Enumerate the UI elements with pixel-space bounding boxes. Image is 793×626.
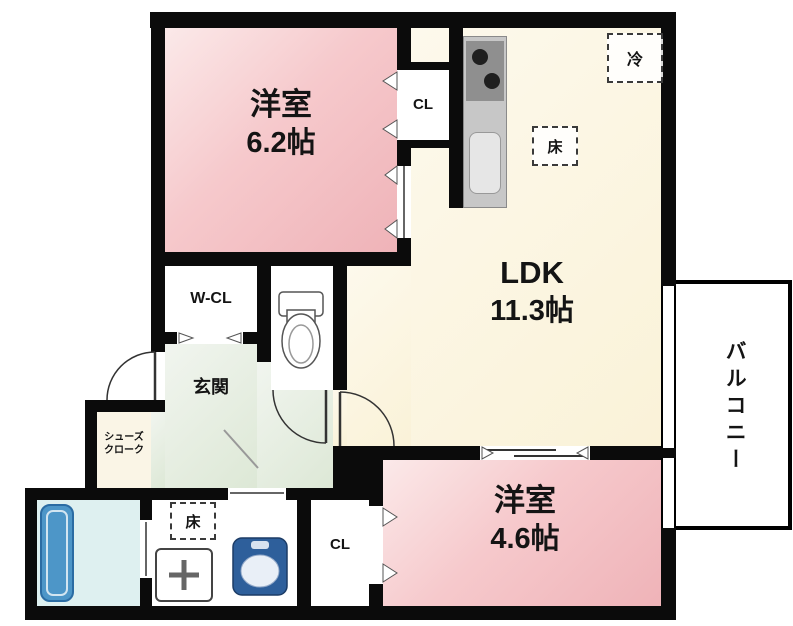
bedroom-top-size: 6.2帖	[246, 126, 316, 159]
wcl-door-opening	[177, 332, 243, 344]
ldk-room-left-extension	[347, 266, 411, 446]
ldk-name: LDK	[500, 255, 564, 290]
bedroom-top-room	[165, 28, 397, 252]
ldk-label: LDK 11.3帖	[432, 254, 632, 329]
front-door-swing	[106, 351, 157, 401]
ldk-balcony-window	[661, 286, 676, 448]
wall	[397, 62, 463, 70]
bedroom-bottom-label: 洋室 4.6帖	[425, 482, 625, 557]
wall	[151, 12, 165, 352]
washer-pan	[155, 548, 213, 602]
wall	[661, 12, 676, 286]
wall	[397, 28, 411, 62]
wall	[25, 488, 383, 500]
bedroom-bottom-room	[383, 460, 661, 606]
floor-washroom-label: 床	[185, 513, 201, 531]
wall	[150, 12, 676, 28]
bedroom-top-label: 洋室 6.2帖	[181, 86, 381, 161]
bathroom-door-opening	[140, 520, 152, 578]
closet-top-room	[397, 70, 449, 140]
wall	[257, 266, 271, 362]
washroom-door-opening	[228, 488, 286, 500]
wall	[333, 266, 347, 390]
wall	[25, 606, 676, 620]
front-door-opening	[151, 352, 165, 400]
closet-bottom-room	[311, 500, 369, 606]
wall	[397, 238, 411, 252]
entrance-area	[165, 344, 257, 488]
sliding-door-opening	[480, 446, 590, 460]
wall	[85, 400, 165, 412]
wall	[397, 148, 411, 166]
closet-bottom-door-opening	[369, 506, 383, 584]
bedroom-top-name: 洋室	[250, 87, 312, 122]
kitchen-sink	[469, 132, 501, 194]
bathtub	[40, 504, 74, 602]
wall	[151, 252, 411, 266]
wall	[449, 28, 463, 208]
stove	[466, 41, 504, 101]
toilet-room	[271, 266, 333, 390]
bedroom-bottom-name: 洋室	[494, 483, 556, 518]
walk-in-closet-room	[165, 266, 257, 332]
floor-ldk-label: 床	[547, 138, 563, 156]
shoe-closet-room	[97, 412, 151, 488]
wall	[661, 528, 676, 620]
closet-bottom-label: CL	[330, 536, 350, 553]
shoe-closet-label: シューズ クローク	[95, 432, 153, 457]
balcony-area	[676, 280, 792, 530]
bedroom-bottom-size: 4.6帖	[490, 522, 560, 555]
ldk-size: 11.3帖	[490, 294, 574, 327]
wall	[85, 400, 97, 488]
bedroom-balcony-window	[661, 458, 676, 528]
floor-marker-washroom: 床	[170, 502, 216, 540]
bathtub-inner-line	[46, 510, 68, 596]
walk-in-closet-label: W-CL	[190, 290, 232, 307]
wall	[397, 140, 463, 148]
wall	[25, 488, 37, 620]
shoe-closet-passage	[151, 412, 165, 488]
shoe-closet-label-line1: シューズ	[104, 432, 144, 443]
wall	[297, 500, 311, 606]
fridge-label: 冷	[626, 52, 643, 69]
ldk-doorway-floor	[333, 390, 347, 446]
shoe-closet-label-line2: クローク	[104, 444, 144, 456]
balcony-label: バルコニー	[723, 339, 747, 475]
entrance-label: 玄関	[193, 377, 229, 397]
fridge-space: 冷	[607, 33, 663, 83]
closet-top-label: CL	[413, 96, 433, 113]
floor-marker-ldk: 床	[532, 126, 578, 166]
